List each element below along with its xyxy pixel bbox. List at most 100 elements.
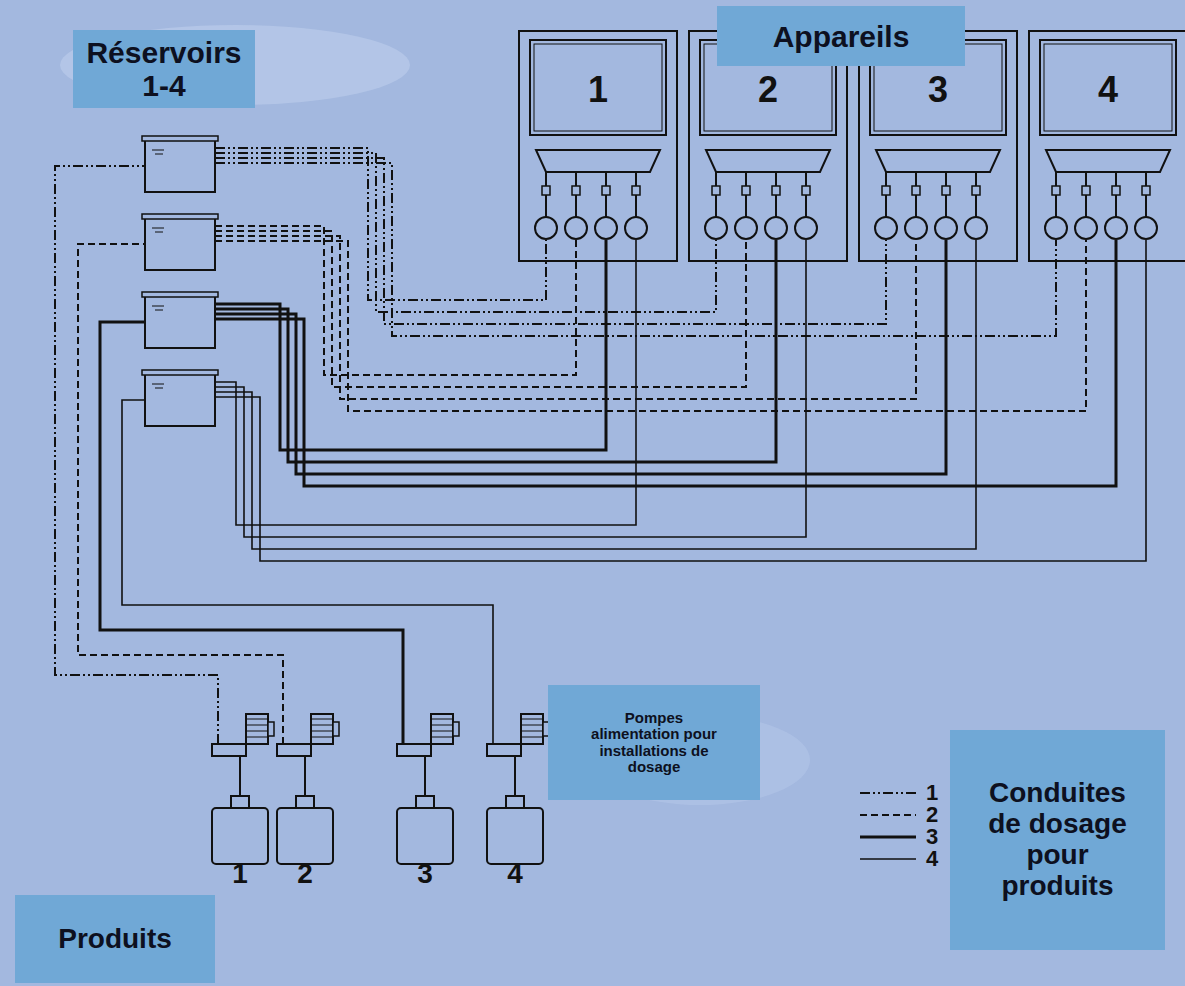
legend-row: 4: [858, 848, 938, 870]
label-text: Appareils: [773, 20, 910, 53]
valve: [772, 186, 780, 195]
motor-box: [268, 722, 274, 736]
callout-number: 3: [393, 858, 457, 890]
label-text: Pompes alimentation pour installations d…: [588, 710, 720, 776]
valve: [912, 186, 920, 195]
legend-sample: [858, 853, 918, 865]
canister-cap: [296, 796, 314, 808]
reservoir-tank: [145, 218, 215, 270]
valve: [542, 186, 550, 195]
legend-sample: [858, 787, 918, 799]
motor-fin: [431, 731, 453, 732]
dosing-pump: [765, 217, 787, 239]
legend-line: [860, 814, 916, 816]
valve: [1142, 186, 1150, 195]
motor-fin: [521, 737, 543, 738]
level-mark: [152, 306, 164, 310]
dosing-line: [78, 244, 283, 744]
reservoir-lid: [142, 292, 218, 297]
dosing-line: [215, 240, 1116, 486]
dosing-pump: [965, 217, 987, 239]
valve: [712, 186, 720, 195]
product-container: 2: [273, 790, 337, 890]
dosing-pump: [795, 217, 817, 239]
motor-fin: [311, 725, 333, 726]
valve: [742, 186, 750, 195]
valve: [1112, 186, 1120, 195]
legend: 1234: [858, 782, 938, 870]
label-text: Produits: [58, 924, 172, 955]
dosing-pump: [1075, 217, 1097, 239]
label-box: Appareils: [717, 6, 965, 66]
legend-line: [860, 858, 916, 860]
motor-fin: [521, 719, 543, 720]
dosing-line: [215, 153, 716, 312]
valve: [882, 186, 890, 195]
valve: [1082, 186, 1090, 195]
motor-fin: [431, 719, 453, 720]
dosing-line: [55, 166, 218, 744]
appliance-box: 1: [518, 30, 678, 262]
dosing-line: [215, 240, 1086, 411]
dosing-line: [215, 240, 1146, 561]
dosing-line: [215, 240, 776, 462]
motor-fin: [246, 725, 268, 726]
dosing-line: [215, 240, 976, 549]
dosing-pump: [905, 217, 927, 239]
suction-pipe: [239, 756, 241, 796]
suction-pipe: [424, 756, 426, 796]
canister-cap: [416, 796, 434, 808]
pump-motor: [431, 714, 453, 744]
motor-fin: [311, 719, 333, 720]
dosing-pump: [565, 217, 587, 239]
appliance-box: 4: [1028, 30, 1185, 262]
canister-cap: [231, 796, 249, 808]
manifold: [1046, 150, 1170, 172]
valve: [602, 186, 610, 195]
manifold: [706, 150, 830, 172]
pump-body: [397, 744, 431, 756]
pump-body: [212, 744, 246, 756]
motor-fin: [246, 719, 268, 720]
dosing-pump: [1105, 217, 1127, 239]
dosing-line: [215, 226, 576, 375]
motor-fin: [521, 731, 543, 732]
motor-fin: [246, 731, 268, 732]
valve: [802, 186, 810, 195]
dosing-line: [215, 240, 806, 537]
legend-row: 2: [858, 804, 938, 826]
legend-line: [860, 836, 916, 839]
legend-row: 3: [858, 826, 938, 848]
suction-pipe: [304, 756, 306, 796]
manifold: [536, 150, 660, 172]
legend-sample: [858, 831, 918, 843]
callout-number: 4: [483, 858, 547, 890]
dosing-pump: [595, 217, 617, 239]
dosing-pump: [625, 217, 647, 239]
label-box: Conduites de dosage pour produits: [950, 730, 1165, 950]
pump-body: [487, 744, 521, 756]
product-canister: [212, 808, 268, 864]
label-text: Réservoirs 1-4: [81, 36, 247, 102]
label-box: Pompes alimentation pour installations d…: [548, 685, 760, 800]
product-canister: [487, 808, 543, 864]
callout-number: 2: [273, 858, 337, 890]
motor-fin: [311, 731, 333, 732]
legend-line: [860, 792, 916, 794]
callout-number: 4: [1042, 42, 1174, 137]
product-canister: [277, 808, 333, 864]
legend-sample: [858, 809, 918, 821]
pump-body: [277, 744, 311, 756]
reservoir-lid: [142, 214, 218, 219]
dosing-pump: [735, 217, 757, 239]
dosing-line: [215, 240, 636, 525]
motor-fin: [246, 737, 268, 738]
dosing-line: [215, 240, 606, 450]
motor-box: [333, 722, 339, 736]
product-container: 3: [393, 790, 457, 890]
legend-text: 4: [926, 846, 938, 872]
manifold: [876, 150, 1000, 172]
label-box: Réservoirs 1-4: [73, 30, 255, 108]
reservoir-tank: [145, 296, 215, 348]
valve: [1052, 186, 1060, 195]
